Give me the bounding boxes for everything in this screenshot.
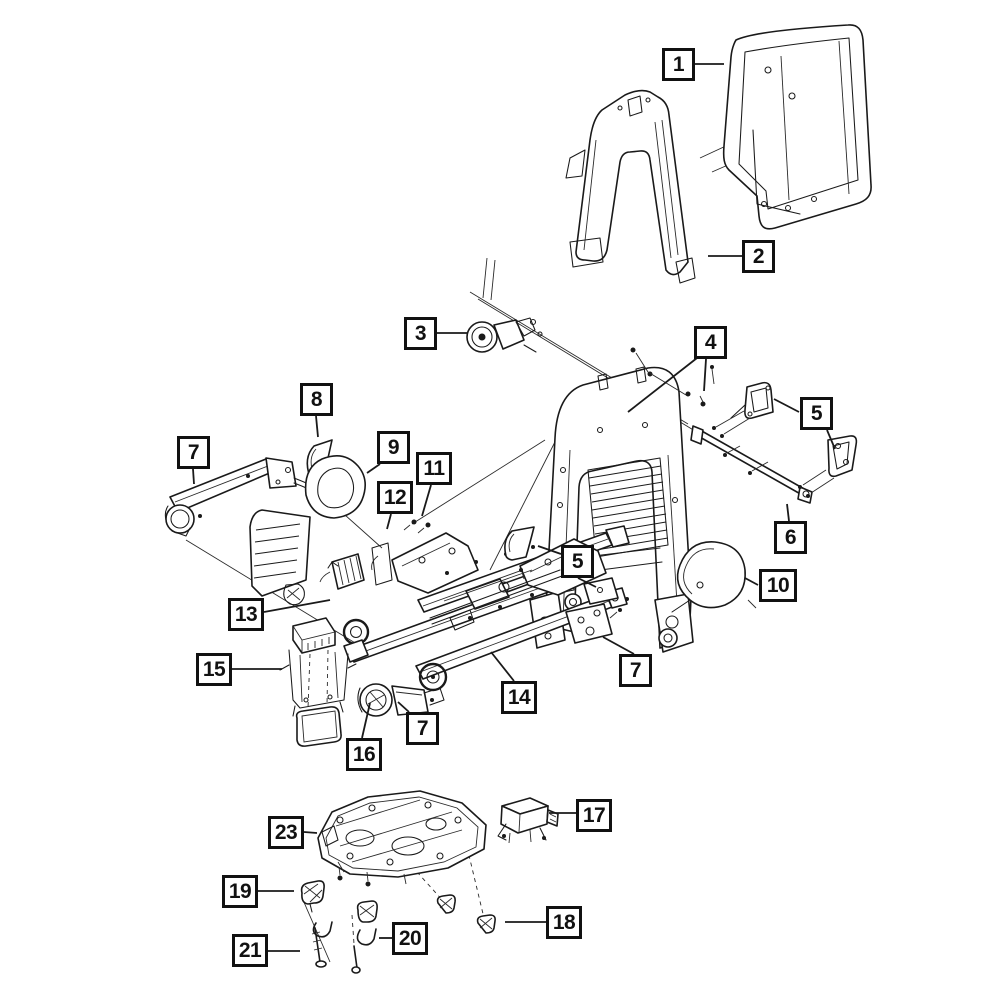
callout-3: 3	[404, 317, 437, 350]
leader-line-4	[628, 358, 697, 412]
callout-12: 12	[377, 481, 413, 514]
clips-20	[313, 901, 377, 945]
cushion-side-shield	[250, 456, 365, 605]
bracket-rear-right	[566, 597, 629, 643]
leader-line-12	[387, 514, 391, 529]
callout-10: 10	[759, 569, 797, 602]
seat-back-panel	[724, 25, 871, 229]
leader-line-6	[787, 504, 789, 521]
recliner-motor	[467, 318, 542, 352]
leader-line-9	[367, 464, 380, 473]
callout-7-right: 7	[619, 654, 652, 687]
crossbar	[691, 426, 812, 503]
bracket-lower-right	[798, 436, 856, 498]
leader-line-16	[362, 703, 370, 738]
callout-20: 20	[392, 922, 428, 955]
leader-line-7-left	[193, 469, 194, 484]
callout-21: 21	[232, 934, 268, 967]
callout-6: 6	[774, 521, 807, 554]
callout-11: 11	[416, 452, 452, 485]
seat-pan	[318, 791, 486, 887]
bracket-upper-right	[712, 383, 773, 438]
callout-5-right: 5	[800, 397, 833, 430]
callout-18: 18	[546, 906, 582, 939]
callout-7-bottom: 7	[406, 712, 439, 745]
leader-line-7-right	[603, 637, 634, 654]
leader-line-5-middle	[578, 578, 596, 587]
callout-8: 8	[300, 383, 333, 416]
frame-mounting-screws	[630, 347, 715, 407]
leader-line-5-right	[827, 430, 835, 449]
callout-17: 17	[576, 799, 612, 832]
leader-line-5-middle	[538, 546, 561, 554]
leader-line-11	[422, 485, 431, 516]
callout-7-left: 7	[177, 436, 210, 469]
callout-1: 1	[662, 48, 695, 81]
leader-line-7-bottom	[398, 702, 409, 712]
clip-19	[302, 881, 325, 912]
leader-line-14	[491, 652, 514, 681]
leader-line-5-right	[774, 399, 799, 412]
callout-13: 13	[228, 598, 264, 631]
callout-14: 14	[501, 681, 537, 714]
leader-line-10	[745, 578, 758, 585]
callout-15: 15	[196, 653, 232, 686]
module-stack	[280, 618, 356, 746]
leader-line-4	[704, 359, 706, 391]
callout-19: 19	[222, 875, 258, 908]
leader-line-23	[304, 832, 317, 833]
wiring-bracket	[372, 519, 431, 586]
callout-2: 2	[742, 240, 775, 273]
seat-back-pillar	[566, 91, 695, 283]
leader-line-8	[316, 416, 318, 437]
callout-4: 4	[694, 326, 727, 359]
armrest-support	[165, 458, 334, 536]
recliner-shield	[672, 542, 756, 612]
callout-23: 23	[268, 816, 304, 849]
module-17	[498, 798, 558, 843]
clips-18	[438, 895, 496, 933]
callout-16: 16	[346, 738, 382, 771]
callout-9: 9	[377, 431, 410, 464]
callout-5-middle: 5	[561, 545, 594, 578]
leader-line-13	[264, 600, 330, 612]
leader-lines	[193, 64, 835, 951]
lumbar-module	[320, 554, 364, 589]
